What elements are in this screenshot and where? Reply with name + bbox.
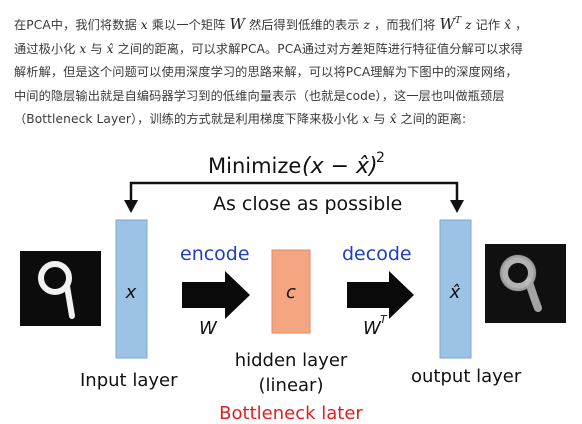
hidden-layer-label: hidden layer — [235, 350, 348, 371]
input-variable: x — [125, 282, 137, 303]
output-variable: x̂ — [449, 282, 461, 303]
article-line-4: 中间的隐层输出就是自编码器学习到的低维向量表示（也就是code），这一层也叫做瓶… — [14, 88, 505, 103]
article-line-2: 通过极小化 x 与 x̂ 之间的距离，可以求解PCA。PCA通过对方差矩阵进行特… — [14, 41, 523, 56]
output-layer-bar — [439, 219, 472, 359]
bottleneck-label: Bottleneck later — [219, 403, 363, 420]
encode-label: encode — [180, 243, 250, 265]
encode-weight: W — [199, 318, 218, 339]
feedback-arrow-right — [450, 200, 464, 213]
decode-arrow — [347, 271, 414, 319]
decode-label: decode — [342, 243, 412, 265]
minimize-expression: (x − x̂) — [302, 154, 378, 179]
output-digit-image — [485, 244, 566, 323]
minimize-power: 2 — [376, 150, 385, 166]
autoencoder-diagram: Minimize (x − x̂) 2 As close as possible… — [0, 138, 582, 424]
feedback-loop-line — [129, 181, 459, 200]
article-line-3: 解析解，但是这个问题可以使用深度学习的思路来解，可以将PCA理解为下图中的深度网… — [14, 65, 518, 79]
close-label: As close as possible — [213, 193, 402, 215]
autoencoder-figure: Minimize (x − x̂) 2 As close as possible… — [20, 150, 566, 424]
article-line-5: （Bottleneck Layer），训练的方式就是利用梯度下降来极小化 x 与… — [14, 112, 467, 126]
article-line-1: 在PCA中，我们将数据 x 乘以一个矩阵 W 然后得到低维的表示 z ，而我们将… — [14, 15, 528, 33]
output-layer-label: output layer — [411, 366, 522, 387]
hidden-layer-sublabel: (linear) — [259, 375, 324, 396]
feedback-arrow-left — [124, 200, 138, 213]
input-digit-image — [20, 251, 101, 326]
input-layer-bar — [115, 219, 148, 359]
minimize-label: Minimize — [208, 154, 301, 178]
input-layer-label: Input layer — [80, 370, 178, 391]
encode-arrow — [182, 271, 250, 319]
article-paragraph: 在PCA中，我们将数据 x 乘以一个矩阵 W 然后得到低维的表示 z ，而我们将… — [14, 10, 572, 132]
code-layer-bar — [271, 249, 311, 334]
decode-weight: W — [363, 318, 382, 339]
code-variable: c — [286, 282, 296, 303]
decode-weight-transpose: T — [380, 313, 388, 326]
